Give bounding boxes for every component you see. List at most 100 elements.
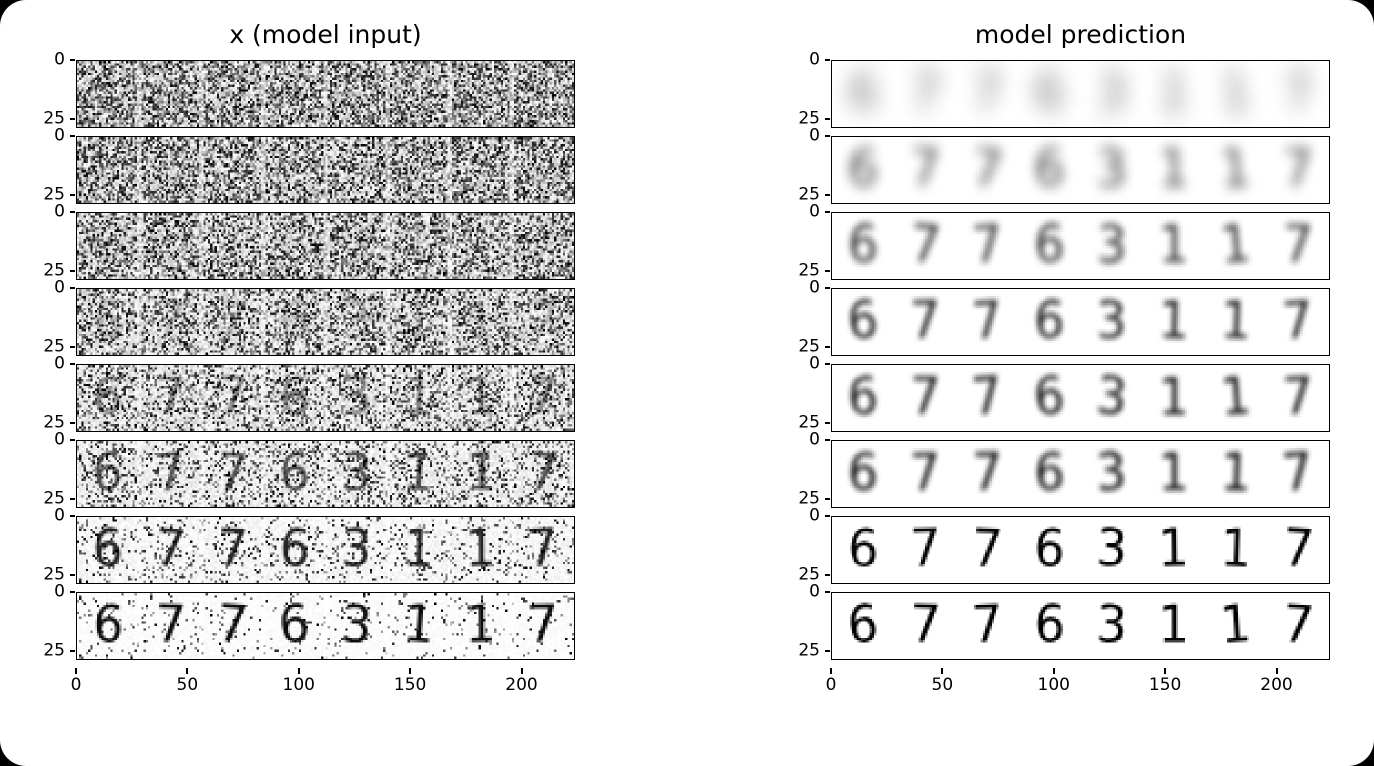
x-tick-mark — [297, 668, 300, 674]
noisy-digit-strip — [76, 516, 575, 584]
y-tick-mark — [825, 211, 830, 213]
y-tick-mark — [825, 193, 830, 196]
y-axis-ticks: 0 25 — [781, 583, 831, 661]
predicted-digit-strip — [831, 136, 1330, 204]
y-tick-mark — [825, 363, 830, 365]
x-tick-label: 200 — [505, 675, 538, 695]
noisy-digit-strip — [76, 592, 575, 660]
y-tick-label: 25 — [43, 260, 65, 281]
x-tick-label: 50 — [931, 675, 954, 695]
digit-strip-row: 0 25 — [781, 507, 1330, 585]
x-tick-mark — [1164, 668, 1167, 674]
y-tick-label: 0 — [54, 277, 65, 298]
y-axis-ticks: 0 25 — [26, 203, 76, 281]
predicted-digit-strip — [831, 212, 1330, 280]
y-tick-label: 0 — [54, 581, 65, 602]
y-tick-mark — [70, 211, 75, 213]
y-tick-label: 25 — [43, 640, 65, 661]
noisy-digit-strip — [76, 364, 575, 432]
y-tick-label: 25 — [798, 184, 820, 205]
y-tick-label: 0 — [809, 201, 820, 222]
predicted-digit-strip — [831, 288, 1330, 356]
y-tick-label: 25 — [43, 564, 65, 585]
y-tick-mark — [825, 497, 830, 500]
y-tick-mark — [70, 573, 75, 576]
x-tick-label: 150 — [1148, 675, 1182, 695]
predicted-digit-strip — [831, 60, 1330, 128]
noisy-digit-strip — [76, 136, 575, 204]
x-tick-label: 200 — [1260, 675, 1293, 695]
y-tick-mark — [825, 573, 830, 576]
y-tick-label: 25 — [798, 108, 820, 129]
y-tick-mark — [70, 515, 75, 517]
x-tick-mark — [830, 668, 832, 674]
y-tick-label: 0 — [54, 201, 65, 222]
y-tick-label: 0 — [54, 49, 65, 70]
y-tick-label: 25 — [798, 640, 820, 661]
y-tick-label: 25 — [43, 184, 65, 205]
y-tick-mark — [825, 117, 830, 120]
y-tick-label: 0 — [54, 353, 65, 374]
y-tick-mark — [70, 439, 75, 441]
y-tick-label: 0 — [809, 581, 820, 602]
y-tick-label: 0 — [809, 429, 820, 450]
y-tick-label: 0 — [54, 505, 65, 526]
noisy-digit-strip — [76, 60, 575, 128]
y-axis-ticks: 0 25 — [781, 507, 831, 585]
predicted-digit-strip — [831, 592, 1330, 660]
x-tick-mark — [941, 668, 944, 674]
y-tick-mark — [70, 345, 75, 348]
y-tick-label: 0 — [809, 49, 820, 70]
digit-strip-row: 0 25 — [781, 583, 1330, 661]
y-axis-ticks: 0 25 — [26, 583, 76, 661]
right-panel-title: model prediction — [974, 20, 1187, 49]
y-tick-mark — [825, 591, 830, 593]
predicted-digit-strip — [831, 440, 1330, 508]
x-tick-mark — [409, 668, 412, 674]
y-tick-mark — [70, 193, 75, 196]
y-tick-label: 25 — [798, 336, 820, 357]
y-tick-mark — [70, 421, 75, 424]
noisy-digit-strip — [76, 440, 575, 508]
y-tick-mark — [70, 497, 75, 500]
y-tick-label: 25 — [43, 488, 65, 509]
y-tick-mark — [70, 287, 75, 289]
y-tick-mark — [825, 345, 830, 348]
y-tick-mark — [70, 59, 75, 61]
x-tick-mark — [186, 668, 189, 674]
y-axis-ticks: 0 25 — [781, 51, 831, 129]
noisy-digit-strip — [76, 288, 575, 356]
y-tick-mark — [70, 363, 75, 365]
y-tick-label: 25 — [798, 564, 820, 585]
x-tick-mark — [1275, 668, 1278, 674]
x-tick-label: 0 — [825, 675, 837, 695]
left-panel-title: x (model input) — [229, 20, 422, 49]
y-tick-mark — [825, 515, 830, 517]
digit-strip-row: 0 25 — [26, 507, 575, 585]
y-tick-label: 0 — [809, 353, 820, 374]
y-tick-mark — [825, 287, 830, 289]
y-tick-label: 0 — [809, 505, 820, 526]
predicted-digit-strip — [831, 516, 1330, 584]
